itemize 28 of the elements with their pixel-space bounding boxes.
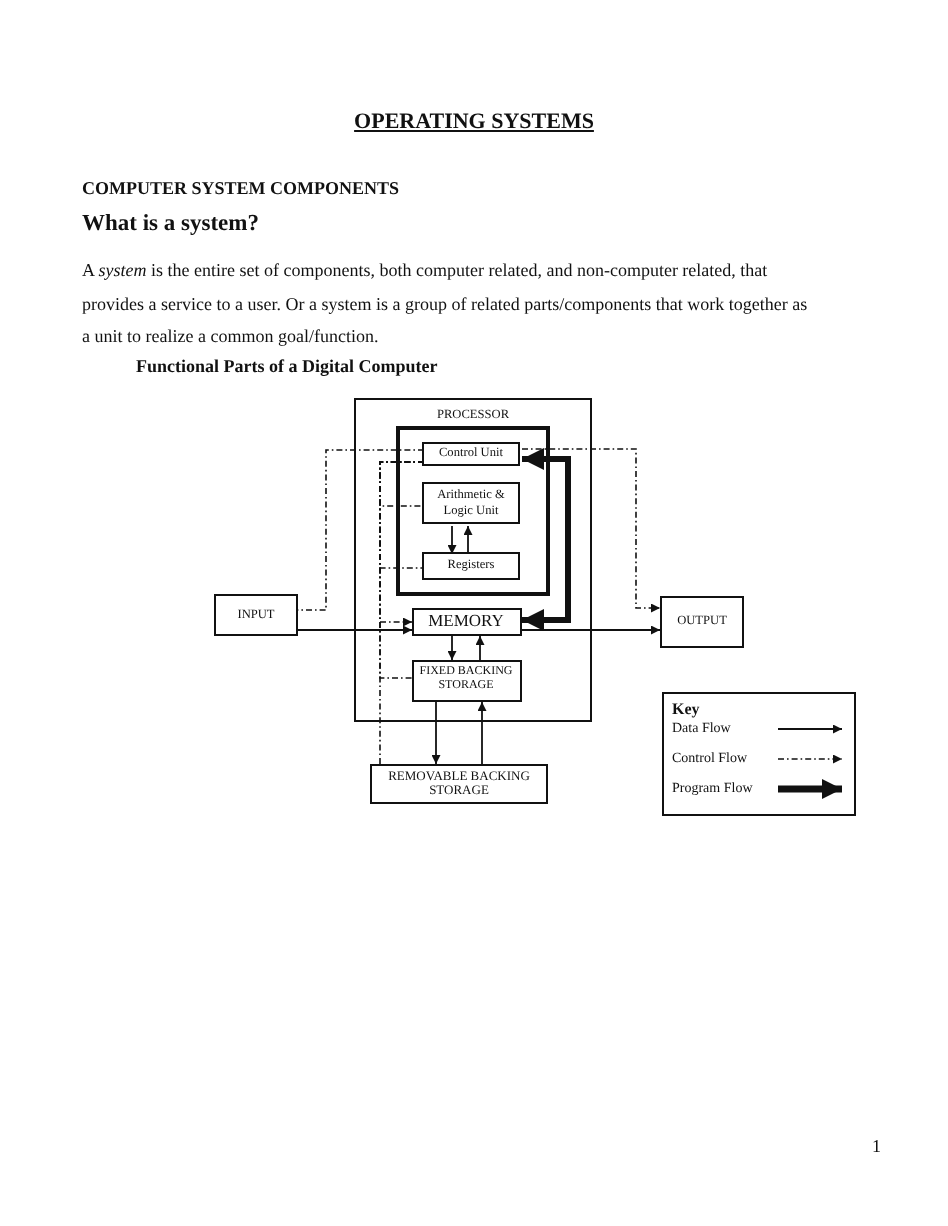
output-box — [660, 596, 744, 648]
paragraph: A system is the entire set of components, both computer related, and non-computer related, that provides a service to a user. Or a system is a group of related parts/components that work together as a unit to realize a common goal/function. — [82, 258, 810, 350]
page-number: 1 — [872, 1136, 883, 1158]
data-flow-arrow — [297, 625, 413, 635]
input-box — [214, 594, 298, 636]
data-flow-arrow — [447, 635, 457, 661]
data-flow-arrow — [475, 635, 485, 661]
control-flow-arrow — [521, 448, 661, 613]
processor-box — [354, 398, 592, 722]
subheading: What is a system? — [82, 212, 261, 240]
data-flow-arrow — [521, 625, 661, 635]
node-label: MEMORY — [426, 611, 506, 631]
memory-box — [411, 607, 521, 635]
figure-title: Functional Parts of a Digital Computer — [136, 356, 440, 378]
process-box — [422, 442, 520, 466]
section-heading: COMPUTER SYSTEM COMPONENTS — [82, 178, 402, 200]
process-box — [422, 482, 520, 524]
storage-box — [411, 659, 521, 701]
data-flow-arrow — [447, 525, 457, 555]
page-title: OPERATING SYSTEMS — [352, 110, 596, 134]
cpu-box — [395, 425, 549, 595]
data-flow-arrow — [431, 701, 441, 765]
process-box — [422, 552, 520, 580]
program-flow-arrow — [522, 448, 571, 631]
storage-box — [370, 764, 548, 804]
data-flow-arrow — [463, 525, 473, 555]
data-flow-arrow — [477, 701, 487, 765]
legend-title: Key — [672, 700, 700, 718]
